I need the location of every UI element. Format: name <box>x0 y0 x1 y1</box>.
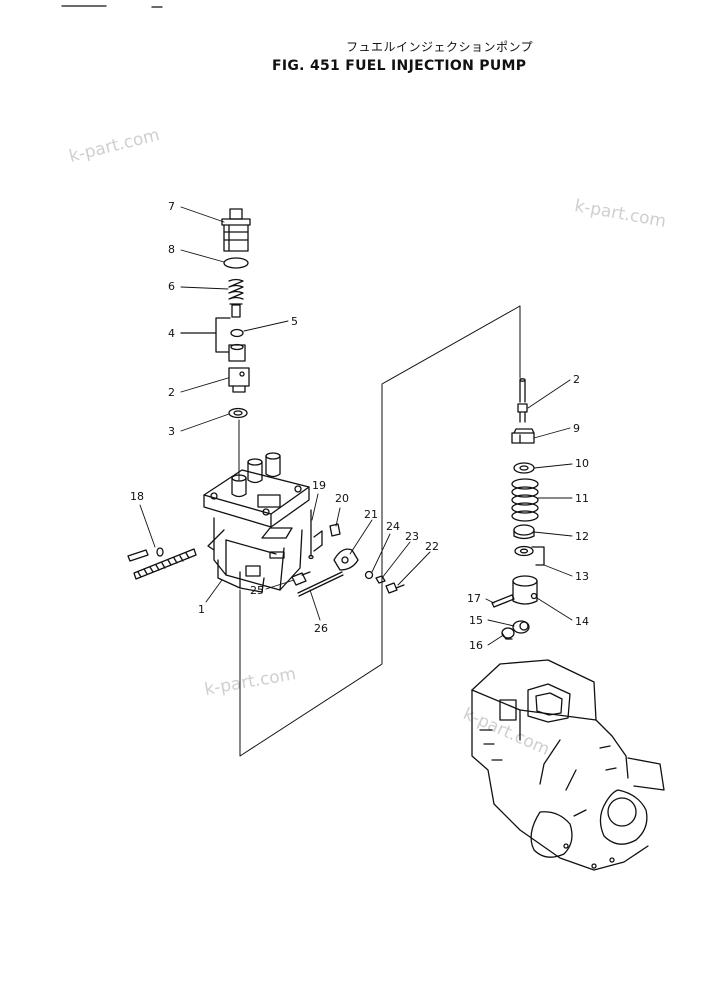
part-12-spring-seat <box>513 524 535 540</box>
part-2-plunger-barrel <box>228 367 250 393</box>
title-japanese: フュエルインジェクションポンプ <box>346 40 534 54</box>
part-22-screw <box>385 582 405 594</box>
label-5: 5 <box>291 315 298 328</box>
label-26: 26 <box>314 622 328 635</box>
label-17: 17 <box>467 592 481 605</box>
part-9-control-sleeve <box>511 428 535 444</box>
engine-gear-case <box>471 659 665 871</box>
bracket-13 <box>531 546 545 566</box>
label-1: 1 <box>198 603 205 616</box>
part-23-nut <box>375 575 386 584</box>
assembly-guide-lines <box>239 305 521 757</box>
part-25-screw <box>291 571 311 586</box>
label-20: 20 <box>335 492 349 505</box>
label-16: 16 <box>469 639 483 652</box>
part-6-spring <box>228 278 244 300</box>
part-4-delivery-valve <box>229 303 243 318</box>
label-9: 9 <box>573 422 580 435</box>
top-rule <box>61 5 163 8</box>
part-24-washer <box>364 570 374 580</box>
part-5-washer <box>230 328 244 338</box>
part-7-delivery-valve-holder <box>221 208 251 252</box>
bracket-4 <box>215 317 231 353</box>
label-23: 23 <box>405 530 419 543</box>
part-14-tappet <box>512 575 538 605</box>
label-8: 8 <box>168 243 175 256</box>
part-3-washer <box>228 407 248 419</box>
part-16-bushing <box>501 627 515 640</box>
label-12: 12 <box>575 530 589 543</box>
title-english: FIG. 451 FUEL INJECTION PUMP <box>272 58 527 74</box>
part-2-plunger <box>517 378 528 423</box>
part-8-o-ring <box>223 257 249 269</box>
label-2-left: 2 <box>168 386 175 399</box>
part-11-plunger-spring <box>511 478 539 522</box>
part-19-pin <box>308 509 314 560</box>
callout-labels: 7 8 6 4 5 2 3 18 1 19 20 21 24 23 22 25 … <box>130 200 589 652</box>
part-10-spring-seat <box>513 462 535 474</box>
label-7: 7 <box>168 200 175 213</box>
label-21: 21 <box>364 508 378 521</box>
part-1-pump-housing <box>203 452 310 593</box>
label-15: 15 <box>469 614 483 627</box>
label-10: 10 <box>575 457 589 470</box>
part-13-shim <box>514 545 534 557</box>
label-14: 14 <box>575 615 589 628</box>
part-20-plate <box>313 523 341 552</box>
part-15-roller <box>512 620 530 634</box>
label-25: 25 <box>250 584 264 597</box>
part-4-valve-seat <box>228 343 246 362</box>
label-24: 24 <box>386 520 400 533</box>
leader-lines <box>139 206 573 646</box>
part-21-lever <box>333 548 359 571</box>
label-18: 18 <box>130 490 144 503</box>
part-26-rod <box>297 571 344 597</box>
label-11: 11 <box>575 492 589 505</box>
label-2-right: 2 <box>573 373 580 386</box>
label-3: 3 <box>168 425 175 438</box>
label-6: 6 <box>168 280 175 293</box>
part-17-pin <box>491 594 515 608</box>
part-18-control-rack <box>127 547 197 580</box>
label-19: 19 <box>312 479 326 492</box>
label-13: 13 <box>575 570 589 583</box>
label-4: 4 <box>168 327 175 340</box>
label-22: 22 <box>425 540 439 553</box>
